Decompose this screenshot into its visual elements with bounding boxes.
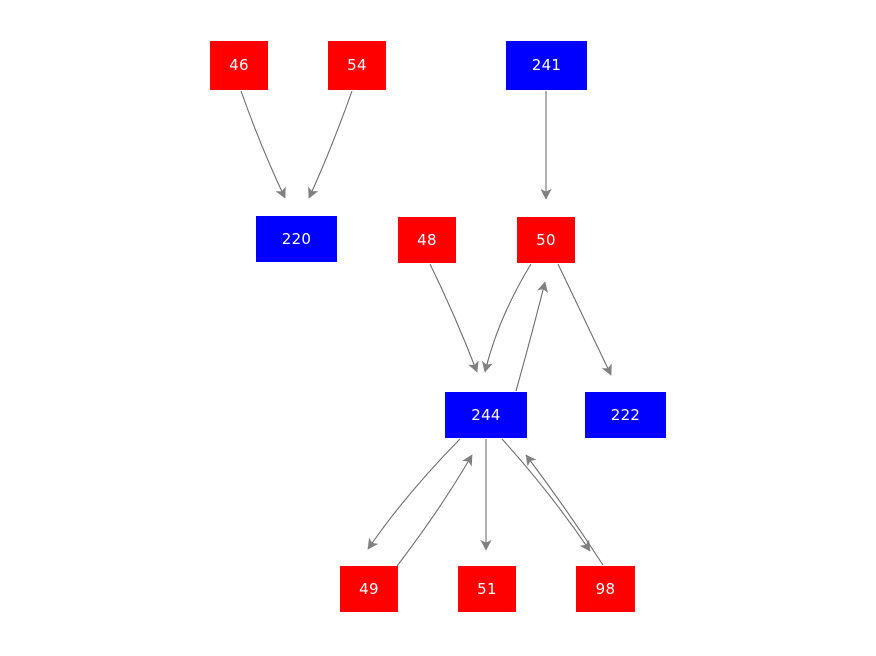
edge-46-220 [240, 90, 286, 199]
edge-50-244 [481, 263, 532, 373]
edge-244-50 [515, 281, 548, 392]
graph-node-48[interactable]: 48 [398, 217, 456, 263]
graph-node-label: 51 [477, 579, 497, 598]
edge-98-244 [525, 454, 604, 566]
graph-node-241[interactable]: 241 [506, 41, 587, 90]
graph-node-51[interactable]: 51 [458, 566, 516, 612]
graph-node-label: 46 [229, 56, 249, 74]
graph-node-label: 222 [610, 405, 641, 424]
graph-node-54[interactable]: 54 [328, 41, 386, 90]
graph-node-label: 49 [359, 579, 379, 598]
edge-48-244 [429, 263, 479, 373]
graph-node-label: 50 [536, 230, 556, 249]
edge-50-222 [557, 263, 612, 376]
edge-244-98 [501, 438, 591, 552]
graph-node-label: 220 [281, 229, 312, 248]
graph-node-label: 98 [595, 579, 616, 598]
graph-node-222[interactable]: 222 [585, 392, 666, 438]
graph-node-label: 54 [347, 56, 367, 74]
graph-node-label: 244 [471, 405, 501, 424]
graph-node-50[interactable]: 50 [517, 217, 575, 263]
graph-node-label: 48 [417, 230, 437, 249]
edge-54-220 [308, 90, 353, 199]
edge-49-244 [396, 454, 473, 567]
graph-node-46[interactable]: 46 [210, 41, 268, 90]
graph-node-244[interactable]: 244 [445, 392, 527, 438]
graph-node-label: 241 [531, 56, 562, 74]
graph-node-220[interactable]: 220 [256, 216, 337, 262]
graph-node-98[interactable]: 98 [576, 566, 635, 612]
graph-node-49[interactable]: 49 [340, 566, 398, 612]
edge-244-49 [367, 438, 461, 550]
